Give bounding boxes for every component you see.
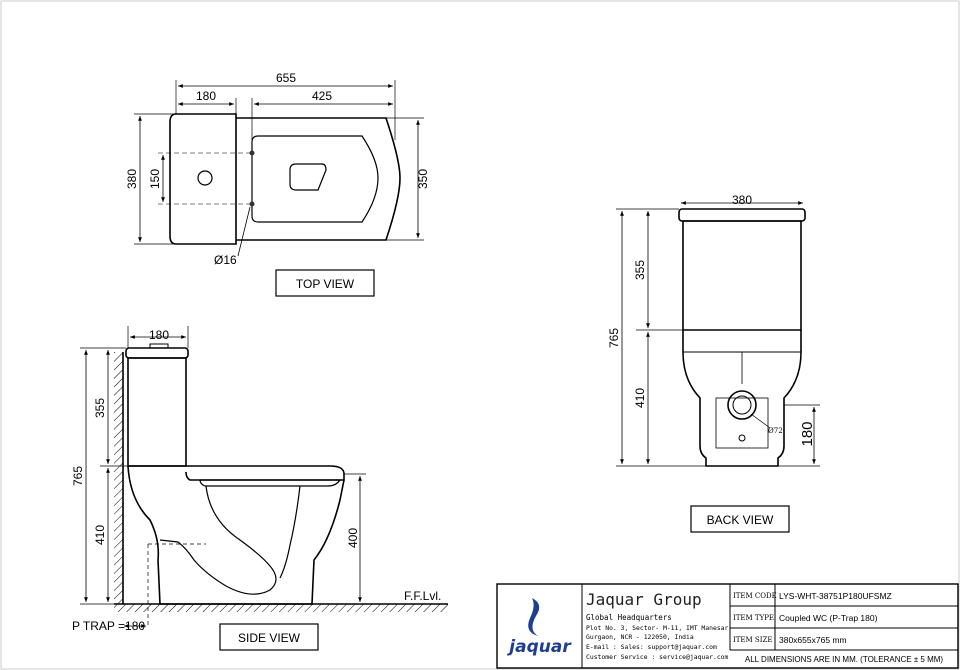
back-view-trap-box	[715, 397, 769, 449]
item-code-key: ITEM CODE	[733, 592, 777, 600]
side-dim-tank-depth: 180	[149, 328, 169, 342]
back-view-outlet-outer	[727, 390, 757, 420]
hq-title: Global Headquarters	[586, 613, 672, 622]
top-view-bowl	[236, 117, 401, 241]
side-view-label: SIDE VIEW	[238, 631, 301, 645]
back-view-label: BACK VIEW	[707, 513, 774, 527]
top-view: 655 180 425 380 150 350 Ø16 TOP VIEW	[125, 71, 430, 297]
side-view: 180 765 355 410 400 F.F.Lvl. P TRAP =180…	[71, 326, 448, 651]
side-view-label-box	[219, 623, 319, 651]
top-view-bowl-opening	[289, 163, 327, 191]
top-dim-bowl: 425	[312, 89, 332, 103]
top-dim-depth: 380	[125, 169, 139, 189]
top-view-flush-hole	[197, 170, 213, 186]
top-view-fixing-hole-2	[249, 201, 255, 207]
side-dim-seat-height: 400	[346, 528, 360, 548]
item-type-key: ITEM TYPE	[733, 614, 774, 622]
back-view: Ø72 380 765 355 410 180 BACK VIEW	[607, 193, 820, 533]
side-floor-level: F.F.Lvl.	[404, 589, 441, 603]
back-dim-total-height: 765	[607, 328, 621, 348]
company-name: Jaquar Group	[586, 590, 702, 609]
back-dim-outlet-height: 180	[799, 421, 816, 446]
top-view-tank	[169, 113, 237, 245]
top-dim-hole-dia: Ø16	[214, 253, 237, 267]
dimensions-note: ALL DIMENSIONS ARE IN MM. (TOLERANCE ± 5…	[745, 655, 944, 664]
back-view-label-box	[690, 505, 790, 533]
back-dim-tank-height: 355	[633, 260, 647, 280]
back-view-outlet-inner	[732, 395, 752, 415]
back-dim-outlet-dia: Ø72	[768, 427, 783, 435]
title-block: jaquar Jaquar Group Global Headquarters …	[496, 583, 959, 669]
side-view-tank	[127, 357, 187, 467]
back-view-fixing-hole	[738, 434, 746, 442]
address-line-1: Plot No. 3, Sector- M-11, IMT Manesar	[586, 624, 729, 632]
side-view-wall-hatch	[114, 352, 123, 604]
top-view-label-box	[275, 269, 375, 297]
item-size-key: ITEM SIZE	[733, 636, 772, 644]
side-dim-lower-height: 410	[93, 525, 107, 545]
top-dim-bowl-width: 350	[416, 169, 430, 189]
top-dim-overall: 655	[276, 71, 296, 85]
address-line-2: Gurgaon, NCR - 122050, India	[586, 633, 694, 641]
back-dim-lower-height: 410	[633, 388, 647, 408]
top-dim-tank: 180	[196, 89, 216, 103]
top-dim-holes: 150	[148, 169, 162, 189]
side-dim-tank-height: 355	[93, 398, 107, 418]
item-code-value: LYS-WHT-38751P180UFSMZ	[779, 591, 892, 601]
side-view-floor-hatch	[114, 604, 448, 612]
top-view-fixing-hole-1	[249, 150, 255, 156]
side-view-seat	[128, 465, 345, 481]
side-view-tank-lid	[125, 347, 189, 359]
top-view-seat	[251, 135, 379, 223]
side-view-bowl-body	[127, 465, 345, 605]
back-view-tank	[682, 220, 802, 331]
item-type-value: Coupled WC (P-Trap 180)	[779, 613, 878, 623]
jaquar-logo-icon	[528, 598, 540, 636]
side-p-trap: P TRAP =180	[72, 619, 145, 633]
item-size-value: 380x655x765 mm	[779, 635, 847, 645]
back-dim-width: 380	[732, 193, 752, 207]
email-line: E-mail : Sales: support@jaquar.com	[586, 643, 717, 651]
side-view-trap	[159, 485, 277, 595]
back-view-tank-lid	[678, 208, 806, 222]
top-view-label: TOP VIEW	[296, 277, 355, 291]
side-view-cover	[199, 479, 342, 487]
back-view-pedestal	[682, 330, 802, 467]
service-line: Customer Service : service@jaquar.com	[586, 653, 729, 661]
title-block-frame	[496, 583, 959, 669]
side-dim-total-height: 765	[71, 466, 85, 486]
brand-logo-text: jaquar	[506, 637, 572, 657]
